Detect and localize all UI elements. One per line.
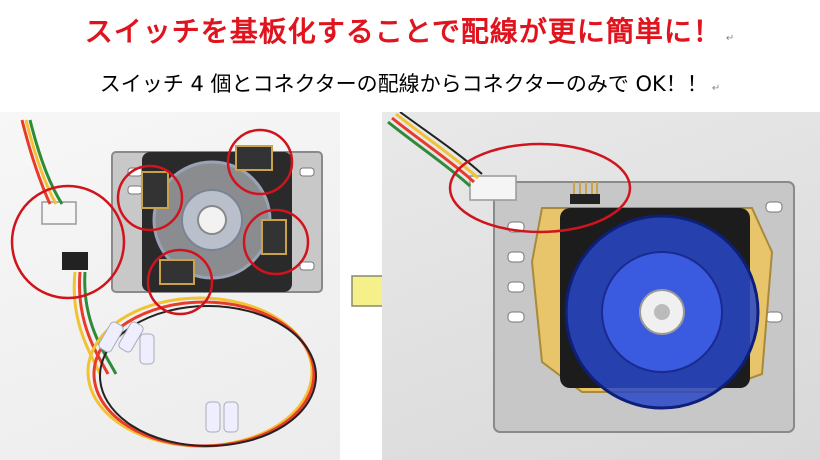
highlight-circle-switch-3 [242, 208, 310, 276]
edit-mark-icon-2: ↵ [711, 83, 721, 94]
before-wiring-illustration [10, 119, 323, 448]
subline: スイッチ 4 個とコネクターの配線からコネクターのみで OK！！↵ [0, 68, 820, 98]
highlight-circle-switch-2 [226, 128, 294, 196]
edit-mark-icon: ↵ [725, 33, 736, 44]
subline-text: スイッチ 4 個とコネクターの配線からコネクターのみで OK！！ [99, 72, 708, 96]
shaft [197, 205, 227, 235]
before-wiring-photo [0, 112, 340, 460]
pin-header [62, 252, 88, 270]
after-pcb-illustration [387, 112, 795, 433]
highlight-circle-connector [448, 142, 632, 234]
highlight-circle-connector [10, 184, 126, 300]
connector [469, 175, 517, 201]
highlight-circle-switch-4 [146, 248, 214, 316]
connector [41, 201, 77, 225]
headline: スイッチを基板化することで配線が更に簡単に！↵ [0, 10, 820, 50]
after-pcb-photo [382, 112, 820, 460]
headline-text: スイッチを基板化することで配線が更に簡単に！ [84, 15, 722, 48]
highlight-circle-switch-1 [116, 164, 184, 232]
pin-header [570, 194, 600, 204]
